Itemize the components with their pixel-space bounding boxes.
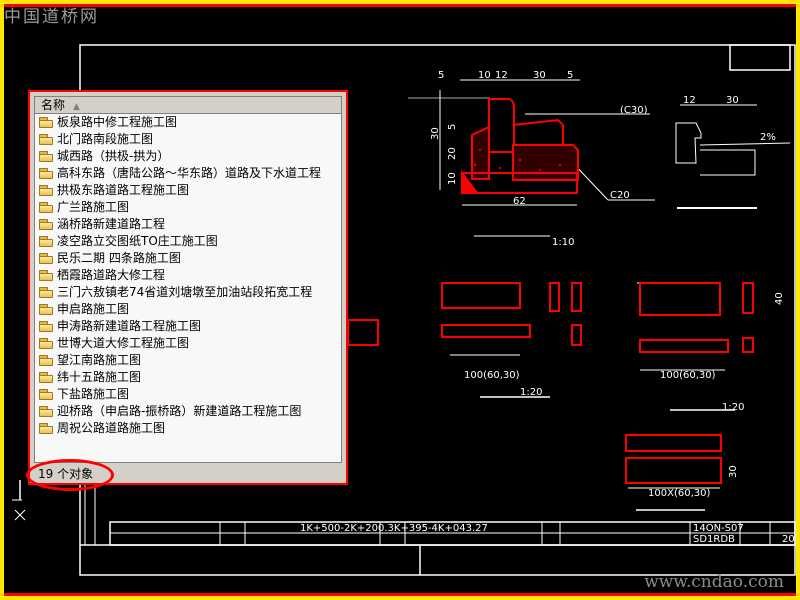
folder-name: 拱极东路道路工程施工图 bbox=[57, 183, 190, 197]
folder-icon bbox=[39, 372, 54, 383]
length-label-3: 100X(60,30) bbox=[648, 488, 710, 499]
dim-10: 10 bbox=[478, 70, 491, 81]
folder-icon bbox=[39, 236, 54, 247]
file-explorer-panel: 名称 ▲ 板泉路中修工程施工图北门路南段施工图城西路（拱极-拱为） 高科东路（唐陆公… bbox=[26, 90, 348, 491]
folder-name: 涵桥路新建道路工程 bbox=[57, 217, 166, 231]
label-c20: C20 bbox=[610, 190, 630, 201]
folder-icon bbox=[39, 185, 54, 196]
height-40: 40 bbox=[774, 292, 785, 305]
dim-right-30: 30 bbox=[726, 95, 739, 106]
drawing-number: 14ON-S07 bbox=[693, 523, 744, 534]
folder-item[interactable]: 周祝公路道路施工图 bbox=[35, 420, 341, 437]
folder-item[interactable]: 广兰路施工图 bbox=[35, 199, 341, 216]
folder-icon bbox=[39, 304, 54, 315]
folder-name: 民乐二期 四条路施工图 bbox=[57, 251, 181, 265]
scale-1-20-a: 1:20 bbox=[520, 387, 542, 398]
folder-icon bbox=[39, 270, 54, 281]
scale-1-10: 1:10 bbox=[552, 237, 574, 248]
title-stake: 1K+500-2K+200.3K+395-4K+043.27 bbox=[300, 523, 488, 534]
drawing-year: 20 bbox=[782, 534, 795, 545]
dim-left-10: 10 bbox=[447, 172, 458, 185]
highlight-circle bbox=[26, 459, 114, 491]
watermark-logo: 中国道桥网 bbox=[4, 7, 99, 27]
folder-icon bbox=[39, 151, 54, 162]
folder-item[interactable]: 高科东路（唐陆公路～华东路）道路及下水道工程 bbox=[35, 165, 341, 182]
folder-item[interactable]: 城西路（拱极-拱为） bbox=[35, 148, 341, 165]
dim-left-30: 30 bbox=[430, 127, 441, 140]
drawing-code: SD1RDB bbox=[693, 534, 735, 545]
dim-left-20: 20 bbox=[447, 147, 458, 160]
frame-line-top bbox=[4, 4, 796, 7]
folder-name: 申涛路新建道路工程施工图 bbox=[57, 319, 202, 333]
dim-5a: 5 bbox=[438, 70, 444, 81]
length-label-2: 100(60,30) bbox=[660, 370, 716, 381]
folder-name: 迎桥路（申启路-振桥路）新建道路工程施工图 bbox=[57, 404, 302, 418]
scale-1-20-b: 1:20 bbox=[722, 402, 744, 413]
folder-icon bbox=[39, 117, 54, 128]
folder-item[interactable]: 申启路施工图 bbox=[35, 301, 341, 318]
folder-name: 申启路施工图 bbox=[57, 302, 130, 316]
folder-name: 高科东路（唐陆公路～华东路）道路及下水道工程 bbox=[57, 166, 322, 180]
folder-icon bbox=[39, 219, 54, 230]
folder-list[interactable]: 名称 ▲ 板泉路中修工程施工图北门路南段施工图城西路（拱极-拱为） 高科东路（唐陆公… bbox=[34, 96, 342, 463]
folder-name: 板泉路中修工程施工图 bbox=[57, 115, 178, 129]
folder-item[interactable]: 迎桥路（申启路-振桥路）新建道路工程施工图 bbox=[35, 403, 341, 420]
folder-name: 栖霞路道路大修工程 bbox=[57, 268, 166, 282]
folder-icon bbox=[39, 321, 54, 332]
folder-item[interactable]: 世博大道大修工程施工图 bbox=[35, 335, 341, 352]
slope-label: 2% bbox=[760, 132, 776, 143]
frame-line-bottom bbox=[4, 593, 796, 596]
folder-icon bbox=[39, 202, 54, 213]
dim-62: 62 bbox=[513, 196, 526, 207]
folder-name: 城西路（拱极-拱为） bbox=[57, 149, 170, 163]
column-header-label: 名称 bbox=[41, 98, 66, 112]
dim-right-12: 12 bbox=[683, 95, 696, 106]
folder-icon bbox=[39, 287, 54, 298]
folder-name: 下盐路施工图 bbox=[57, 387, 130, 401]
folder-name: 周祝公路道路施工图 bbox=[57, 421, 166, 435]
folder-name: 广兰路施工图 bbox=[57, 200, 130, 214]
folder-name: 世博大道大修工程施工图 bbox=[57, 336, 190, 350]
folder-icon bbox=[39, 423, 54, 434]
folder-item[interactable]: 板泉路中修工程施工图 bbox=[35, 114, 341, 131]
dim-left-5: 5 bbox=[447, 124, 458, 130]
folder-name: 凌空路立交图纸TO庄工施工图 bbox=[57, 234, 218, 248]
folder-icon bbox=[39, 406, 54, 417]
folder-icon bbox=[39, 355, 54, 366]
folder-item[interactable]: 纬十五路施工图 bbox=[35, 369, 341, 386]
dim-12: 12 bbox=[495, 70, 508, 81]
sort-ascending-icon: ▲ bbox=[73, 102, 80, 112]
folder-icon bbox=[39, 253, 54, 264]
folder-name: 三门六敖镇老74省道刘塘墩至加油站段拓宽工程 bbox=[57, 285, 313, 299]
length-label-1: 100(60,30) bbox=[464, 370, 520, 381]
folder-item[interactable]: 望江南路施工图 bbox=[35, 352, 341, 369]
folder-icon bbox=[39, 168, 54, 179]
folder-item[interactable]: 下盐路施工图 bbox=[35, 386, 341, 403]
height-30: 30 bbox=[728, 465, 739, 478]
folder-name: 纬十五路施工图 bbox=[57, 370, 142, 384]
folder-item[interactable]: 北门路南段施工图 bbox=[35, 131, 341, 148]
folder-item[interactable]: 三门六敖镇老74省道刘塘墩至加油站段拓宽工程 bbox=[35, 284, 341, 301]
column-header-name[interactable]: 名称 ▲ bbox=[35, 97, 341, 114]
folder-icon bbox=[39, 134, 54, 145]
folder-item[interactable]: 涵桥路新建道路工程 bbox=[35, 216, 341, 233]
folder-item[interactable]: 申涛路新建道路工程施工图 bbox=[35, 318, 341, 335]
folder-name: 望江南路施工图 bbox=[57, 353, 142, 367]
dim-30: 30 bbox=[533, 70, 546, 81]
folder-name: 北门路南段施工图 bbox=[57, 132, 154, 146]
folder-item[interactable]: 民乐二期 四条路施工图 bbox=[35, 250, 341, 267]
folder-item[interactable]: 拱极东路道路工程施工图 bbox=[35, 182, 341, 199]
label-c30: (C30) bbox=[620, 105, 648, 116]
folder-icon bbox=[39, 338, 54, 349]
watermark-url: www.cndao.com bbox=[644, 572, 784, 592]
folder-item[interactable]: 凌空路立交图纸TO庄工施工图 bbox=[35, 233, 341, 250]
dim-5b: 5 bbox=[567, 70, 573, 81]
folder-item[interactable]: 栖霞路道路大修工程 bbox=[35, 267, 341, 284]
folder-icon bbox=[39, 389, 54, 400]
